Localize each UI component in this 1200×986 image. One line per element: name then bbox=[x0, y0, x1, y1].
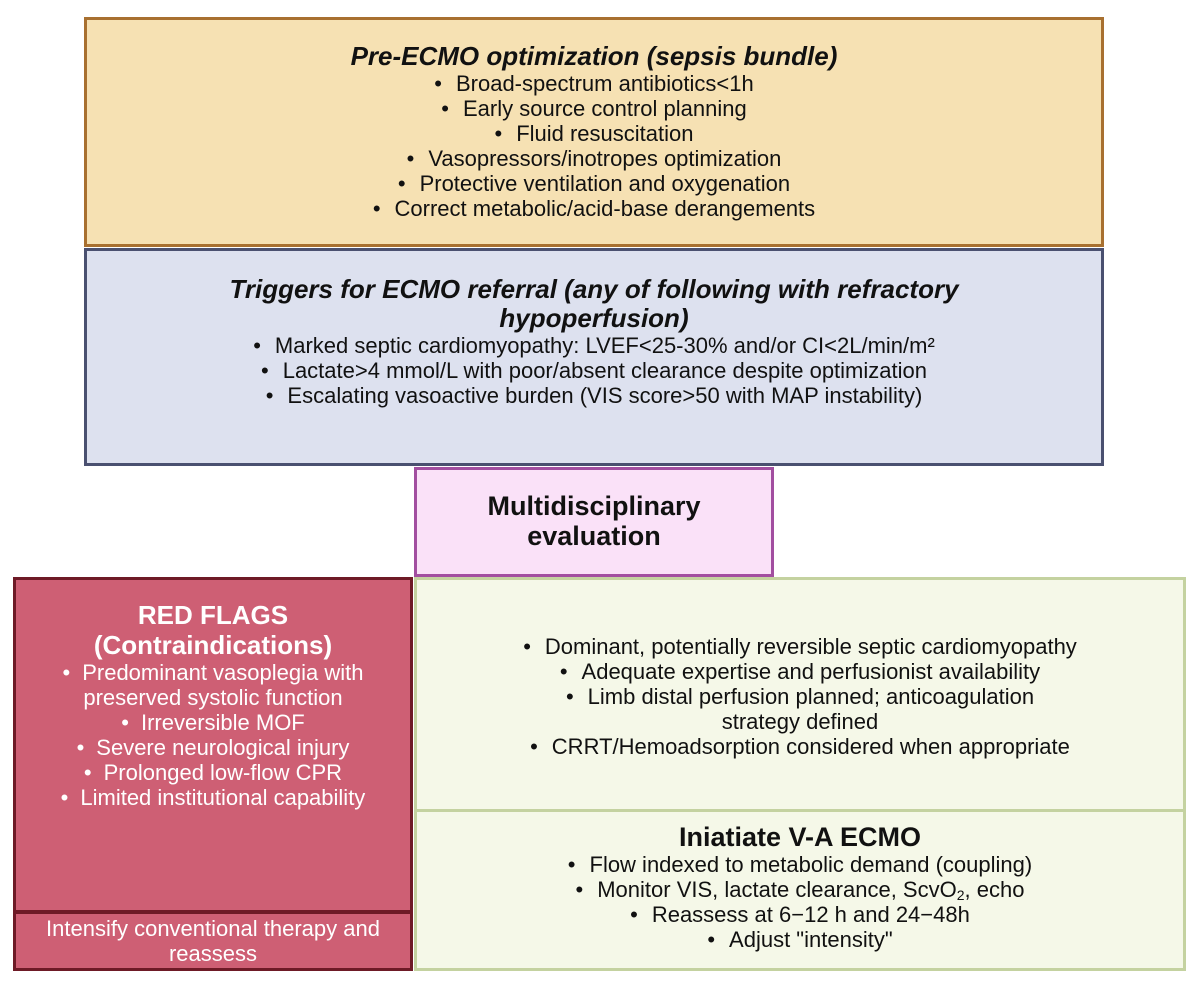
red-flags-title: RED FLAGS bbox=[137, 600, 289, 630]
pre-ecmo-title: Pre-ECMO optimization (sepsis bundle) bbox=[350, 41, 838, 71]
list-item: Marked septic cardiomyopathy: LVEF<25-30… bbox=[87, 333, 1101, 358]
list-item: Broad-spectrum antibiotics<1h bbox=[87, 71, 1101, 96]
intensify-box: Intensify conventional therapy and reass… bbox=[13, 911, 413, 971]
list-item: Limb distal perfusion planned; anticoagu… bbox=[417, 684, 1183, 734]
list-item: Adjust "intensity" bbox=[417, 927, 1183, 952]
red-flags-list: Predominant vasoplegia with preserved sy… bbox=[16, 660, 410, 810]
multidisciplinary-box: Multidisciplinary evaluation bbox=[414, 467, 774, 577]
subscript-2: 2 bbox=[956, 887, 965, 903]
multidisciplinary-title-line2: evaluation bbox=[527, 521, 661, 551]
list-item: Fluid resuscitation bbox=[87, 121, 1101, 146]
list-item: Prolonged low-flow CPR bbox=[16, 760, 410, 785]
list-item: Limited institutional capability bbox=[16, 785, 410, 810]
list-item: Lactate>4 mmol/L with poor/absent cleara… bbox=[87, 358, 1101, 383]
triggers-list: Marked septic cardiomyopathy: LVEF<25-30… bbox=[87, 333, 1101, 408]
list-item: Irreversible MOF bbox=[16, 710, 410, 735]
list-item-text-end: , echo bbox=[964, 877, 1025, 902]
list-item: Escalating vasoactive burden (VIS score>… bbox=[87, 383, 1101, 408]
list-item: Monitor VIS, lactate clearance, ScvO2, e… bbox=[417, 877, 1183, 902]
list-item: Reassess at 6−12 h and 24−48h bbox=[417, 902, 1183, 927]
ecmo-criteria-box: Dominant, potentially reversible septic … bbox=[414, 577, 1186, 971]
triggers-title: Triggers for ECMO referral (any of follo… bbox=[229, 274, 959, 333]
list-item: Dominant, potentially reversible septic … bbox=[417, 634, 1183, 659]
ecmo-criteria-list: Dominant, potentially reversible septic … bbox=[417, 634, 1183, 759]
initiate-section: Iniatiate V-A ECMO Flow indexed to metab… bbox=[417, 822, 1183, 952]
list-item: Correct metabolic/acid-base derangements bbox=[87, 196, 1101, 221]
list-item: Severe neurological injury bbox=[16, 735, 410, 760]
list-item: CRRT/Hemoadsorption considered when appr… bbox=[417, 734, 1183, 759]
triggers-box: Triggers for ECMO referral (any of follo… bbox=[84, 248, 1104, 466]
list-item-text: Monitor VIS, lactate clearance, ScvO bbox=[597, 877, 957, 902]
initiate-title: Iniatiate V-A ECMO bbox=[678, 822, 922, 852]
list-item: Protective ventilation and oxygenation bbox=[87, 171, 1101, 196]
list-item: Vasopressors/inotropes optimization bbox=[87, 146, 1101, 171]
list-item: Adequate expertise and perfusionist avai… bbox=[417, 659, 1183, 684]
pre-ecmo-list: Broad-spectrum antibiotics<1h Early sour… bbox=[87, 71, 1101, 221]
intensify-text: Intensify conventional therapy and reass… bbox=[46, 916, 380, 966]
list-item: Early source control planning bbox=[87, 96, 1101, 121]
multidisciplinary-title-line1: Multidisciplinary bbox=[487, 491, 701, 521]
section-divider bbox=[417, 809, 1183, 812]
initiate-list: Flow indexed to metabolic demand (coupli… bbox=[417, 852, 1183, 952]
list-item: Flow indexed to metabolic demand (coupli… bbox=[417, 852, 1183, 877]
ecmo-criteria-section: Dominant, potentially reversible septic … bbox=[417, 634, 1183, 759]
pre-ecmo-box: Pre-ECMO optimization (sepsis bundle) Br… bbox=[84, 17, 1104, 247]
red-flags-box: RED FLAGS (Contraindications) Predominan… bbox=[13, 577, 413, 913]
list-item: Predominant vasoplegia with preserved sy… bbox=[16, 660, 410, 710]
red-flags-subtitle: (Contraindications) bbox=[93, 630, 333, 660]
